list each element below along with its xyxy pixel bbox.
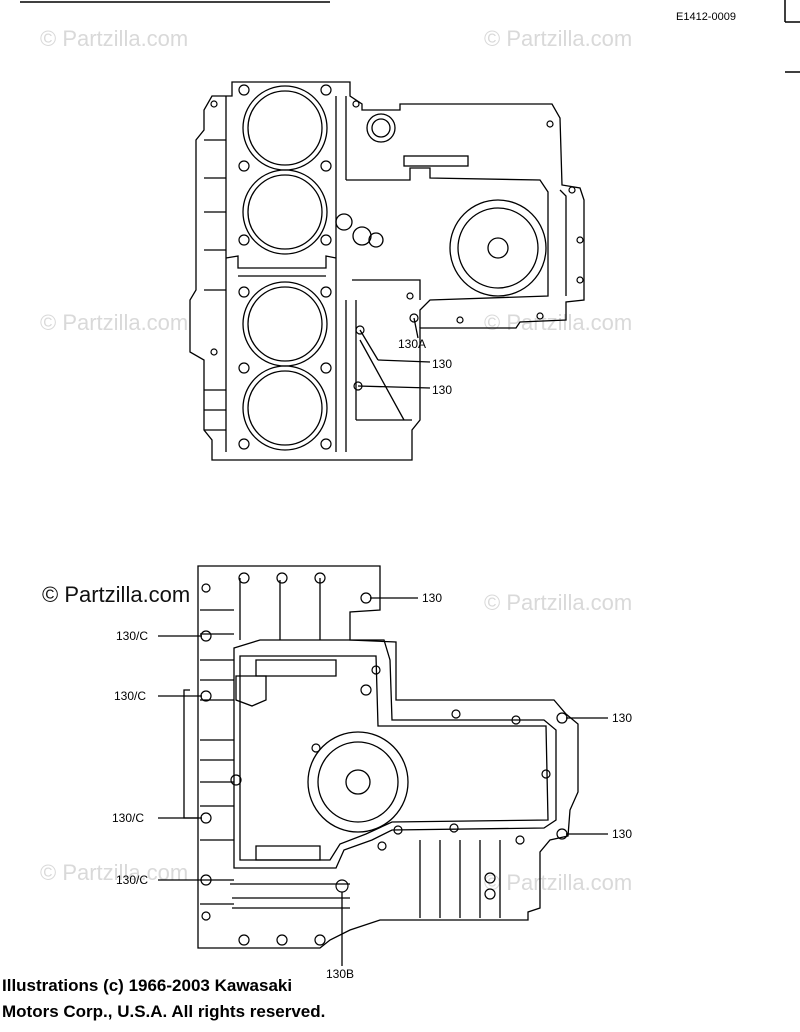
lower-crankcase-drawing bbox=[183, 565, 579, 949]
frame-lines bbox=[20, 0, 800, 73]
diagram-code: E1412-0009 bbox=[676, 11, 736, 23]
watermarks: © Partzilla.com © Partzilla.com © Partzi… bbox=[40, 26, 632, 895]
callout-130: 130 bbox=[432, 357, 452, 371]
callout-130: 130 bbox=[612, 711, 632, 725]
top-callouts: 130A 130 130 bbox=[398, 337, 452, 397]
copyright-line-2: Motors Corp., U.S.A. All rights reserved… bbox=[2, 1002, 326, 1021]
upper-crankcase-drawing bbox=[189, 81, 585, 461]
callout-130B: 130B bbox=[326, 967, 354, 981]
callout-130-c: 130/C bbox=[116, 629, 148, 643]
watermark-dark: © Partzilla.com bbox=[42, 582, 191, 607]
copyright-line-1: Illustrations (c) 1966-2003 Kawasaki bbox=[2, 976, 293, 995]
callout-130: 130 bbox=[422, 591, 442, 605]
bottom-leader-lines bbox=[158, 597, 608, 966]
watermark: © Partzilla.com bbox=[40, 860, 188, 885]
watermark: © Partzilla.com bbox=[484, 870, 632, 895]
callout-130-c: 130/C bbox=[116, 873, 148, 887]
watermark: © Partzilla.com bbox=[484, 26, 632, 51]
bottom-callouts: 130 130 130 130/C 130/C 130/C 130/C 130B bbox=[112, 591, 632, 981]
watermark: © Partzilla.com bbox=[40, 310, 188, 335]
callout-130: 130 bbox=[432, 383, 452, 397]
watermark: © Partzilla.com bbox=[40, 26, 188, 51]
callout-130: 130 bbox=[612, 827, 632, 841]
watermark: © Partzilla.com bbox=[484, 310, 632, 335]
callout-130A: 130A bbox=[398, 337, 426, 351]
watermark: © Partzilla.com bbox=[484, 590, 632, 615]
top-leader-lines bbox=[357, 317, 431, 421]
callout-130-c: 130/C bbox=[114, 689, 146, 703]
callout-130-c: 130/C bbox=[112, 811, 144, 825]
